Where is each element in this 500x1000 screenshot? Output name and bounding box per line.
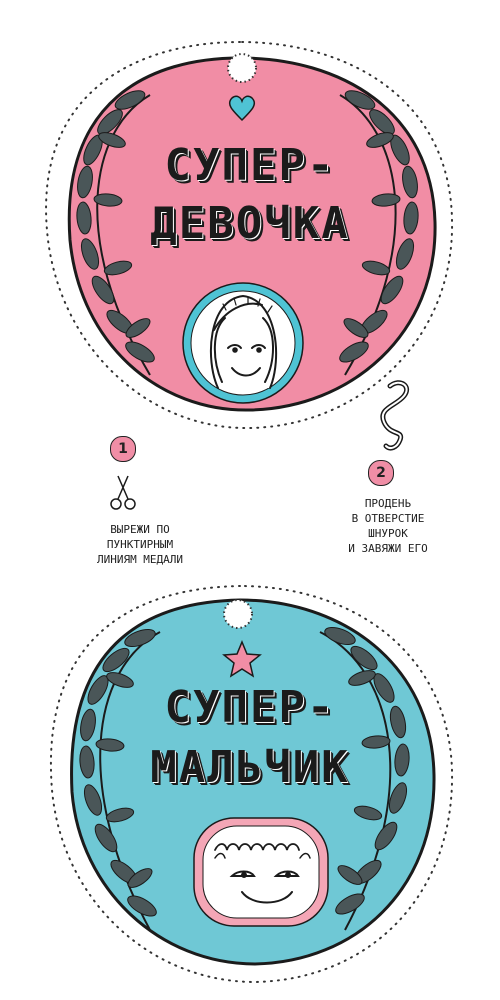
boy-title-line1: СУПЕР- [164,682,336,733]
string-icon [380,380,410,451]
instruction-step-1: 1 ВЫРЕЖИ ПО ПУНКТИРНЫМ ЛИНИЯМ МЕДАЛИ [60,432,220,572]
girl-title-line2: ДЕВОЧКА [150,198,350,249]
hang-hole [223,599,253,629]
boy-medal: СУПЕР- МАЛЬЧИК [0,570,500,1000]
cut-line [45,40,454,430]
girl-medal: СУПЕР- ДЕВОЧКА [0,0,500,440]
boy-title-line2: МАЛЬЧИК [150,742,350,793]
laurel-right [319,626,410,931]
scissors-icon [110,475,136,510]
cut-line [49,584,454,984]
girl-face-illustration [209,294,278,389]
laurel-left [76,90,155,376]
step-1-text: ВЫРЕЖИ ПО ПУНКТИРНЫМ ЛИНИЯМ МЕДАЛИ [96,523,184,566]
step-2-text: ПРОДЕНЬ В ОТВЕРСТИЕ ШНУРОК И ЗАВЯЖИ ЕГО [348,497,428,555]
laurel-right [339,90,419,376]
girl-medal-graphic [45,40,454,430]
hang-hole [227,53,257,83]
step-number-badge: 1 [110,436,136,462]
boy-medal-graphic [49,584,454,984]
girl-title-line1: СУПЕР- [164,140,336,191]
laurel-left [79,628,161,931]
star-icon [222,640,262,678]
instruction-step-2: 2 ПРОДЕНЬ В ОТВЕРСТИЕ ШНУРОК И ЗАВЯЖИ ЕГ… [318,372,458,572]
boy-face-illustration [214,843,311,904]
heart-icon [228,95,256,122]
step-number-badge: 2 [368,460,394,486]
